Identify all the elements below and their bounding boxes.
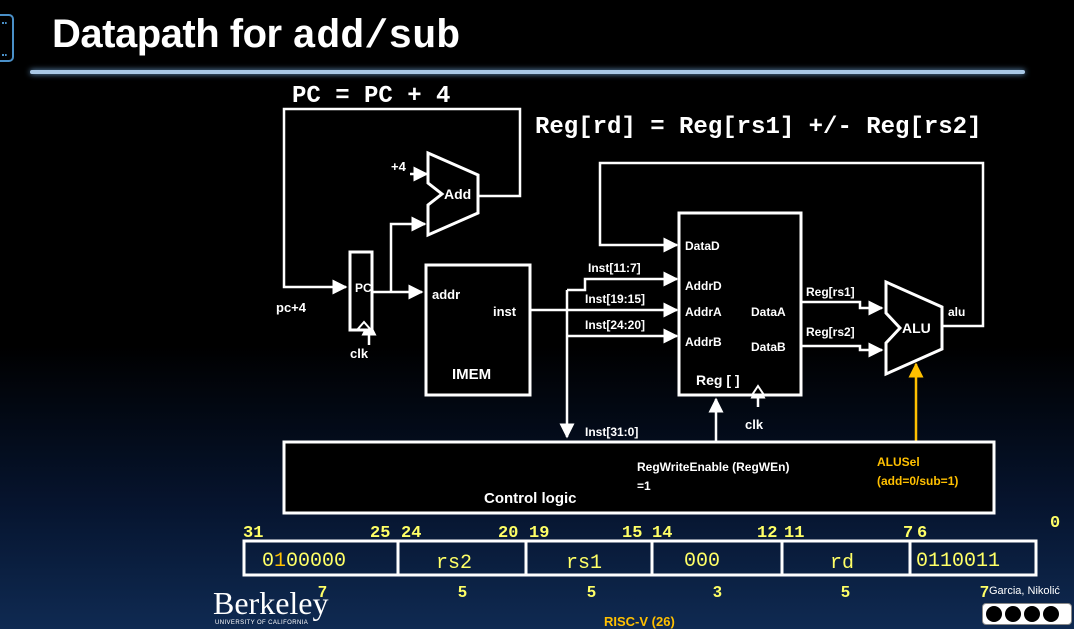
bit-24: 24: [401, 524, 421, 543]
pc-adder: [426, 150, 480, 238]
alu-block: [884, 279, 944, 377]
alu-label: ALU: [902, 320, 931, 336]
rs2-field: rs2: [436, 552, 472, 575]
const4-label: +4: [391, 159, 407, 174]
bit-12: 12: [757, 524, 777, 543]
reg-rs1-label: Reg[rs1]: [806, 285, 855, 299]
reg-rs2-wire: [801, 342, 884, 358]
slide-title: Datapath for add/sub: [52, 12, 461, 60]
slide-number: RISC-V (26): [604, 614, 675, 629]
funct3-field: 000: [684, 550, 720, 573]
dataa-port-label: DataA: [751, 305, 786, 319]
creative-commons-badge-icon: [982, 603, 1072, 625]
rd-field: rd: [830, 552, 854, 575]
pc-register: [348, 250, 374, 332]
bit-19: 19: [529, 524, 549, 543]
width-funct3: 3: [713, 584, 722, 601]
pc-clock-edge-icon: [356, 320, 372, 331]
pc-plus4-label: pc+4: [276, 300, 307, 315]
width-funct7: 7: [318, 584, 327, 601]
imem-label: IMEM: [452, 366, 491, 383]
opcode-field: 0110011: [916, 550, 1000, 573]
width-rs2: 5: [458, 584, 467, 601]
reg-rs1-wire: [801, 300, 884, 316]
addrb-port-label: AddrB: [685, 335, 722, 349]
pc-update-equation: PC = PC + 4: [292, 83, 450, 110]
bit-7: 7: [903, 524, 913, 543]
datad-port-label: DataD: [685, 239, 720, 253]
imem-inst-label: inst: [493, 304, 517, 319]
width-rs1: 5: [587, 584, 596, 601]
reg-clock-edge-icon: [751, 384, 765, 396]
register-file: [677, 211, 803, 397]
inst-all-label: Inst[31:0]: [585, 425, 638, 439]
register-equation: Reg[rd] = Reg[rs1] +/- Reg[rs2]: [535, 114, 981, 141]
pc-label: PC: [355, 281, 372, 295]
course-logo-icon: [0, 14, 14, 62]
rs1-field: rs1: [566, 552, 602, 575]
addrd-port-label: AddrD: [685, 279, 722, 293]
berkeley-logo: Berkeley: [213, 585, 329, 621]
reg-clk-label: clk: [745, 417, 764, 432]
datab-port-label: DataB: [751, 340, 786, 354]
regfile-label: Reg [ ]: [696, 372, 740, 388]
alusel-label-line1: ALUSel: [877, 455, 920, 469]
adder-label: Add: [444, 186, 471, 202]
pc-plus4-wire: [282, 107, 522, 295]
addra-port-label: AddrA: [685, 305, 722, 319]
regwen-label-line1: RegWriteEnable (RegWEn): [637, 460, 789, 474]
bit-6: 6: [917, 524, 927, 543]
rd-field-wire: [567, 271, 679, 292]
title-underline: [30, 70, 1025, 74]
imem-block: [424, 263, 532, 397]
funct7-field: 0100000: [262, 550, 346, 573]
imem-addr-label: addr: [432, 287, 460, 302]
title-instruction: add/sub: [292, 15, 461, 60]
bit-0: 0: [1050, 514, 1060, 533]
rs1-field-label: Inst[19:15]: [585, 292, 645, 306]
alu-writeback-wire: [598, 161, 985, 328]
instruction-format-box: [242, 539, 1038, 577]
rd-field-label: Inst[11:7]: [588, 261, 641, 275]
berkeley-logo-subtitle: UNIVERSITY OF CALIFORNIA: [215, 620, 309, 626]
width-rd: 5: [841, 584, 850, 601]
width-opcode: 7: [980, 584, 989, 601]
bit-20: 20: [498, 524, 518, 543]
author-credit: Garcia, Nikolić: [989, 585, 1060, 597]
regwen-label-line2: =1: [637, 479, 651, 493]
bit-11: 11: [784, 524, 804, 543]
pc-to-adder-wire: [389, 216, 427, 292]
reg-rs2-label: Reg[rs2]: [806, 325, 855, 339]
bit-14: 14: [652, 524, 672, 543]
bit-15: 15: [622, 524, 642, 543]
pc-clk-label: clk: [350, 346, 369, 361]
control-logic-label: Control logic: [484, 490, 577, 507]
bit-31: 31: [243, 524, 263, 543]
alu-out-label: alu: [948, 305, 965, 319]
control-logic-block: [282, 440, 996, 515]
alusel-label-line2: (add=0/sub=1): [877, 474, 958, 488]
rs2-field-label: Inst[24:20]: [585, 318, 645, 332]
bit-25: 25: [370, 524, 390, 543]
